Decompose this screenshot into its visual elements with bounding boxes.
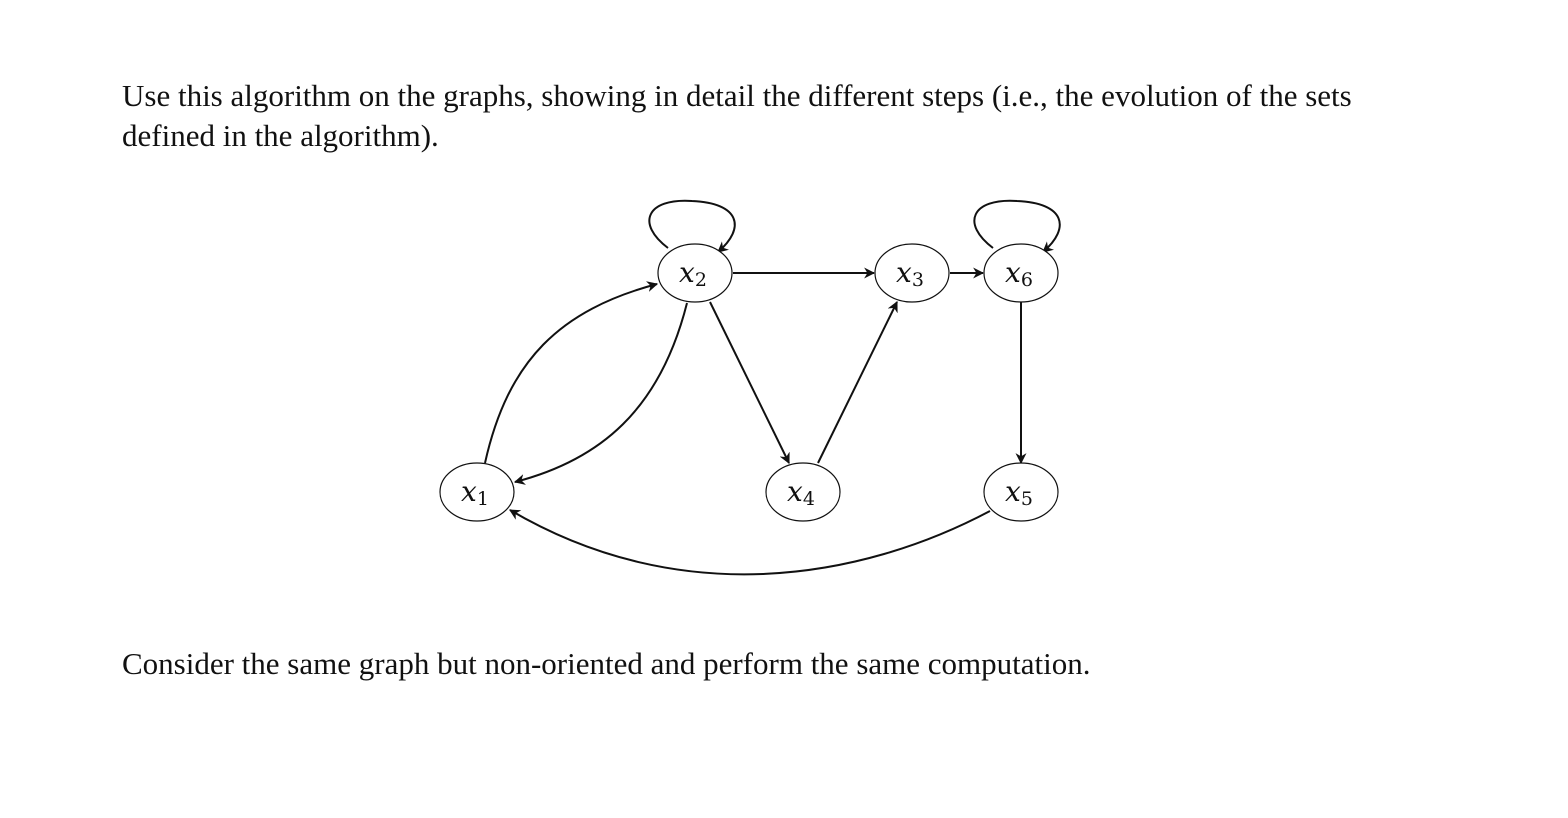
node-x4: x4 [765, 462, 841, 522]
node-x2: x2 [657, 243, 733, 303]
node-x3-ellipse [874, 243, 950, 303]
edge-x2-x2 [648, 199, 736, 253]
node-x5-subscript: 5 [1021, 488, 1033, 510]
node-x5-ellipse [983, 462, 1059, 522]
node-x6-subscript: 6 [1021, 269, 1033, 291]
edge-x5-x1 [509, 509, 991, 576]
node-x4-subscript: 4 [803, 488, 815, 510]
edge-x1-x2 [484, 281, 659, 464]
node-x5: x5 [983, 462, 1059, 522]
node-x2-ellipse [657, 243, 733, 303]
node-x2-subscript: 2 [695, 269, 707, 291]
graph-edges [484, 199, 1061, 576]
node-x6: x6 [983, 243, 1059, 303]
node-x6-ellipse [983, 243, 1059, 303]
graph-nodes: x1 x2 x3 x4 x5 x6 [439, 243, 1059, 522]
intro-paragraph: Use this algorithm on the graphs, showin… [122, 78, 1352, 153]
edge-x4-x3 [817, 301, 898, 464]
node-x4-ellipse [765, 462, 841, 522]
node-x1-subscript: 1 [477, 488, 489, 510]
node-x1-ellipse [439, 462, 515, 522]
node-x3-subscript: 3 [912, 269, 924, 291]
followup-paragraph: Consider the same graph but non-oriented… [122, 646, 1091, 681]
node-x1: x1 [439, 462, 515, 522]
edge-x6-x6 [973, 199, 1061, 253]
node-x3: x3 [874, 243, 950, 303]
edge-x2-x4 [709, 301, 790, 464]
edge-x2-x1 [513, 302, 688, 485]
